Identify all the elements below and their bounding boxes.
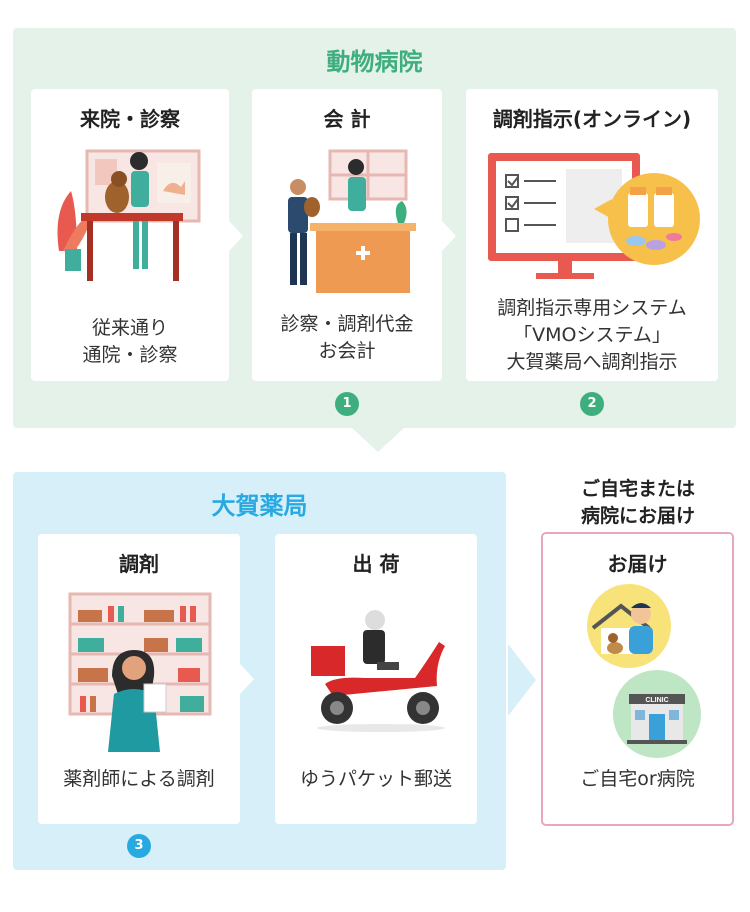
chevron-right-icon xyxy=(240,664,254,694)
card-visit-exam: 来院・診察 従来通り 通院・診察 xyxy=(31,89,229,381)
card-dispensing-desc: 薬剤師による調剤 xyxy=(38,766,240,793)
hospital-down-arrow xyxy=(352,428,404,452)
online-prescription-monitor-illustration xyxy=(486,149,706,289)
pharmacist-shelf-illustration xyxy=(68,592,218,752)
card-delivery: お届け CLINIC ご自宅or病院 xyxy=(541,532,734,826)
card-visit-exam-desc: 従来通り 通院・診察 xyxy=(31,315,229,369)
card-delivery-desc: ご自宅or病院 xyxy=(543,766,732,793)
card-checkout-desc: 診察・調剤代金 お会計 xyxy=(252,311,442,365)
card-online-prescription-desc: 調剤指示専用システム 「VMOシステム」 大賀薬局へ調剤指示 xyxy=(466,295,718,376)
delivery-heading: ご自宅または 病院にお届け xyxy=(540,476,736,530)
card-shipping-desc: ゆうパケット郵送 xyxy=(275,766,477,793)
card-shipping: 出 荷 ゆうパケット郵送 xyxy=(275,534,477,824)
pharmacy-title: 大賀薬局 xyxy=(13,486,506,521)
card-checkout: 会 計 診察・調剤代金 お会計 xyxy=(252,89,442,381)
chevron-right-icon xyxy=(508,644,536,716)
card-dispensing-title: 調剤 xyxy=(38,548,240,577)
card-dispensing: 調剤 薬剤師による調剤 xyxy=(38,534,240,824)
card-shipping-title: 出 荷 xyxy=(275,548,477,577)
card-visit-exam-title: 来院・診察 xyxy=(31,103,229,132)
card-delivery-title: お届け xyxy=(543,548,732,577)
card-checkout-title: 会 計 xyxy=(252,103,442,132)
chevron-right-icon xyxy=(442,221,456,251)
home-delivery-icon xyxy=(587,584,671,668)
chevron-right-icon xyxy=(229,221,243,251)
card-online-prescription-title: 調剤指示(オンライン) xyxy=(466,103,718,132)
step-badge-2: 2 xyxy=(580,392,604,416)
reception-counter-illustration xyxy=(270,147,430,297)
step-badge-3: 3 xyxy=(127,834,151,858)
step-badge-1: 1 xyxy=(335,392,359,416)
hospital-title: 動物病院 xyxy=(13,42,736,77)
vet-exam-illustration xyxy=(49,141,214,291)
clinic-building-icon: CLINIC xyxy=(613,670,701,758)
card-online-prescription: 調剤指示(オンライン) 調剤指示専用システム 「VMOシステム」 大賀薬局へ調剤… xyxy=(466,89,718,381)
clinic-sign-text: CLINIC xyxy=(645,697,668,704)
delivery-scooter-illustration xyxy=(305,606,455,736)
